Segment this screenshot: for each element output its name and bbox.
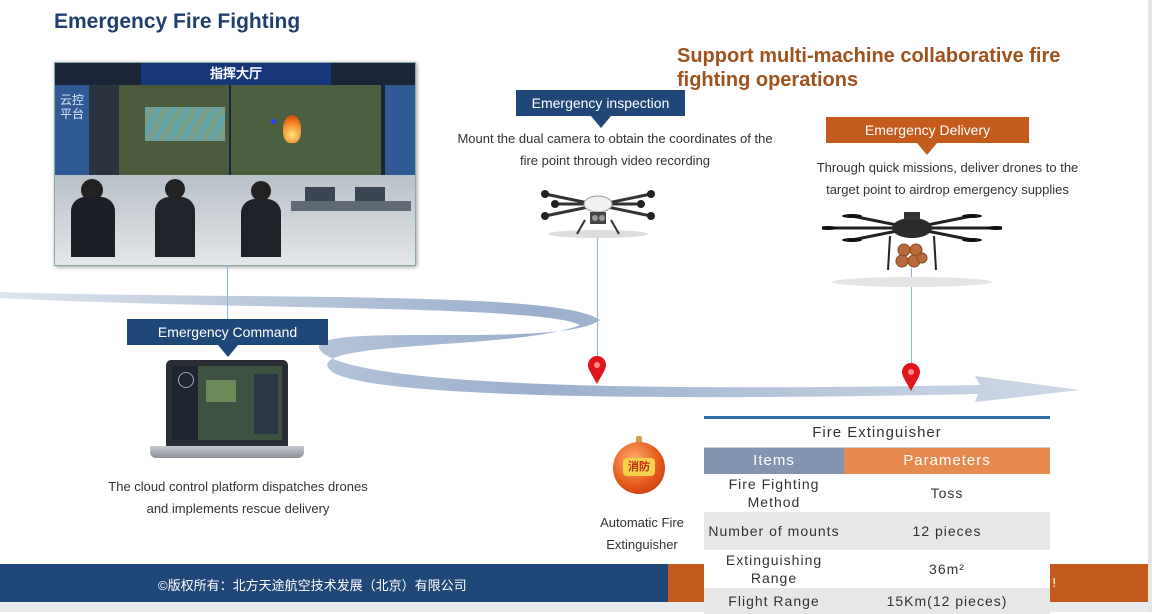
map-screen-2 [231,85,381,175]
extinguisher-caption: Automatic Fire Extinguisher [600,515,684,552]
table-row: Fire Fighting Method Toss [704,474,1050,512]
table-header: Items Parameters [704,448,1050,474]
delivery-tag-pointer [917,143,937,155]
command-tag-pointer [218,345,238,357]
footer-bar-left [0,564,668,602]
delivery-description: Through quick missions, deliver drones t… [816,160,1079,197]
location-pin-icon [588,356,606,384]
header-parameters: Parameters [844,448,1050,474]
command-description: The cloud control platform dispatches dr… [108,479,368,516]
table-title: Fire Extinguisher [704,419,1050,448]
table-row: Extinguishing Range 36m² [704,550,1050,588]
platform-side-label: 云控平台 [59,93,84,121]
table-row: Number of mounts 12 pieces [704,512,1050,550]
location-pin-icon [902,363,920,391]
footer-right-text: ! [1052,575,1056,590]
inspection-description: Mount the dual camera to obtain the coor… [457,131,773,168]
inspection-drone-image [541,190,655,238]
fire-extinguisher-table: Fire Extinguisher Items Parameters Fire … [704,416,1050,614]
fire-extinguisher-ball-image: 消防 [613,436,665,494]
table-row: Flight Range 15Km(12 pieces) [704,588,1050,614]
command-center-photo: 指挥大厅 云控平台 [54,62,416,266]
copyright-text: ©版权所有：北方天途航空技术发展（北京）有限公司 [158,578,467,593]
command-center-sign: 指挥大厅 [141,63,331,85]
delivery-drone-image [822,212,1002,287]
map-screen-1 [89,85,229,175]
headline: Support multi-machine collaborative fire… [677,45,1061,91]
operators-desk [55,175,415,265]
emergency-inspection-tag: Emergency inspection [516,90,685,116]
page-title: Emergency Fire Fighting [54,10,301,33]
laptop-image [150,360,304,466]
extinguisher-ball-label: 消防 [623,458,655,476]
inspection-tag-pointer [591,116,611,128]
vertical-scrollbar[interactable] [1148,0,1152,612]
emergency-delivery-tag: Emergency Delivery [826,117,1029,143]
emergency-command-tag: Emergency Command [127,319,328,345]
header-items: Items [704,448,844,474]
swoosh-arrow [0,292,1080,402]
